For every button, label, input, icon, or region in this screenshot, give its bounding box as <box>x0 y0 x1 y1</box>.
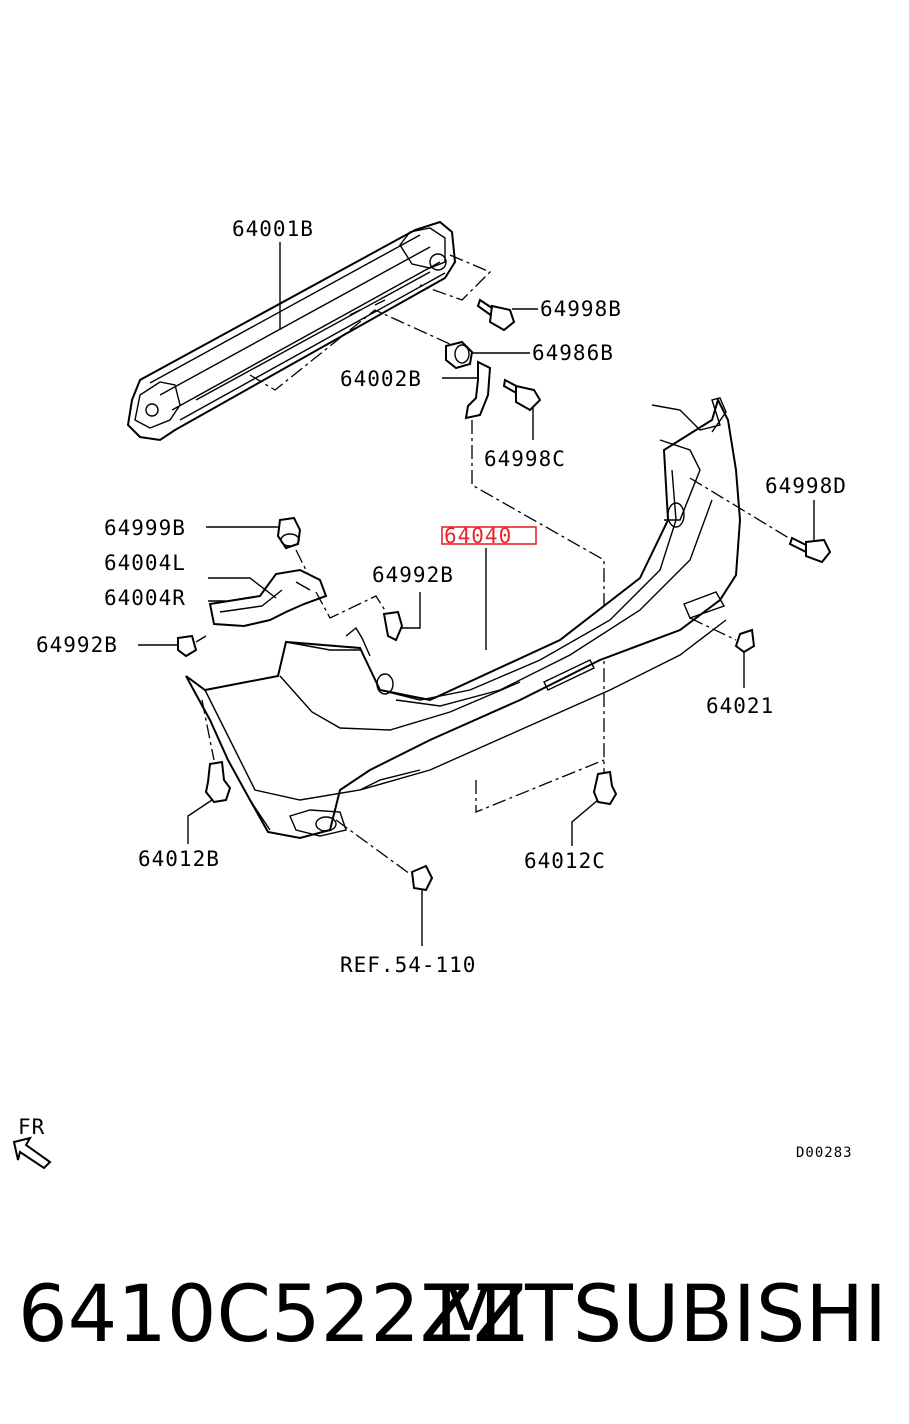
bolt-64998B[interactable] <box>476 298 516 332</box>
leader-64992B-right <box>400 592 421 629</box>
leader-64012C <box>571 799 599 846</box>
callout-64998C: 64998C <box>484 447 566 471</box>
callout-64002B: 64002B <box>340 367 422 391</box>
bumper-side-bracket[interactable] <box>208 568 328 628</box>
callout-64004L: 64004L <box>104 551 186 575</box>
guide-64012C <box>475 759 605 813</box>
orientation-label: FR <box>18 1115 45 1139</box>
callout-64986B: 64986B <box>532 341 614 365</box>
bolt-64998C[interactable] <box>502 378 542 412</box>
clip-64012C[interactable] <box>592 770 618 806</box>
callout-64992B-right: 64992B <box>372 563 454 587</box>
bumper-reinforcement-beam[interactable] <box>126 220 457 442</box>
seal-64021[interactable] <box>734 628 756 654</box>
screw-64992B-right[interactable] <box>382 610 404 642</box>
screw-64992B-left[interactable] <box>177 634 207 658</box>
callout-64021: 64021 <box>706 694 774 718</box>
bracket-64002B[interactable] <box>464 360 492 420</box>
guide-64998D <box>689 477 793 541</box>
guide-beam-bracket <box>419 254 492 301</box>
callout-64012B: 64012B <box>138 847 220 871</box>
callout-64998D: 64998D <box>765 474 847 498</box>
clip-64999B[interactable] <box>276 516 302 550</box>
callout-64004R: 64004R <box>104 586 186 610</box>
footer: 6410C522ZZ MITSUBISHI <box>0 1270 909 1380</box>
rear-bumper-cover[interactable] <box>185 397 742 840</box>
guide-bracket-to-bumper <box>471 420 605 780</box>
guide-64992B-right <box>315 591 387 619</box>
part-number: 6410C522ZZ <box>18 1270 527 1360</box>
front-direction-arrow-icon <box>12 1136 52 1170</box>
clip-64012B[interactable] <box>204 760 232 804</box>
spacer-64986B[interactable] <box>445 340 474 370</box>
brand-name: MITSUBISHI <box>434 1270 887 1360</box>
leader-64004L <box>208 577 277 599</box>
callout-64998B: 64998B <box>540 297 622 321</box>
leader-64012B <box>187 799 213 844</box>
guide-64012B <box>201 699 215 761</box>
guide-64021 <box>689 617 737 641</box>
callout-64012C: 64012C <box>524 849 606 873</box>
diagram-code: D00283 <box>796 1145 853 1161</box>
callout-ref-54-110: REF.54-110 <box>340 953 476 977</box>
reflector-ref-54-110[interactable] <box>410 864 434 892</box>
callout-64992B-left: 64992B <box>36 633 118 657</box>
bolt-64998D[interactable] <box>788 536 832 564</box>
callout-64999B: 64999B <box>104 516 186 540</box>
highlight-box-64040 <box>441 526 537 545</box>
callout-64040: 64040 <box>444 524 512 548</box>
guide-beam-bottom <box>249 309 453 391</box>
guide-reflector <box>335 819 411 875</box>
callout-64001B: 64001B <box>232 217 314 241</box>
